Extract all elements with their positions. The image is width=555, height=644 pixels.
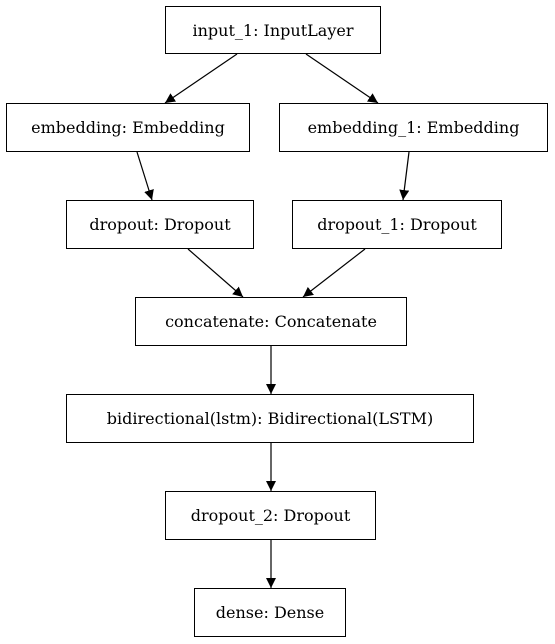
- node-label: dropout: Dropout: [89, 215, 231, 234]
- edge-input-to-embedding: [164, 53, 238, 104]
- edge-dropout-to-concatenate: [187, 248, 244, 298]
- node-label: embedding: Embedding: [31, 118, 225, 137]
- node-input-1: input_1: InputLayer: [165, 6, 381, 54]
- node-label: dropout_1: Dropout: [317, 215, 477, 234]
- edge-dropout-1-to-concatenate: [302, 248, 366, 298]
- node-label: bidirectional(lstm): Bidirectional(LSTM): [106, 409, 434, 428]
- node-label: input_1: InputLayer: [192, 20, 354, 40]
- node-dropout-2: dropout_2: Dropout: [165, 491, 376, 540]
- node-dropout-1: dropout_1: Dropout: [292, 200, 502, 249]
- node-label: dropout_2: Dropout: [190, 506, 351, 525]
- node-label: concatenate: Concatenate: [165, 312, 377, 331]
- edge-embedding-to-dropout: [136, 151, 154, 201]
- node-embedding: embedding: Embedding: [6, 103, 250, 152]
- node-label: embedding_1: Embedding: [307, 118, 520, 137]
- node-embedding-1: embedding_1: Embedding: [279, 103, 548, 152]
- node-concatenate: concatenate: Concatenate: [135, 297, 407, 346]
- edge-input-to-embedding-1: [305, 53, 379, 104]
- node-bidirectional: bidirectional(lstm): Bidirectional(LSTM): [66, 394, 474, 443]
- node-dense: dense: Dense: [194, 588, 346, 637]
- node-dropout: dropout: Dropout: [66, 200, 254, 249]
- edge-embedding-1-to-dropout-1: [399, 151, 410, 201]
- node-label: dense: Dense: [215, 603, 325, 622]
